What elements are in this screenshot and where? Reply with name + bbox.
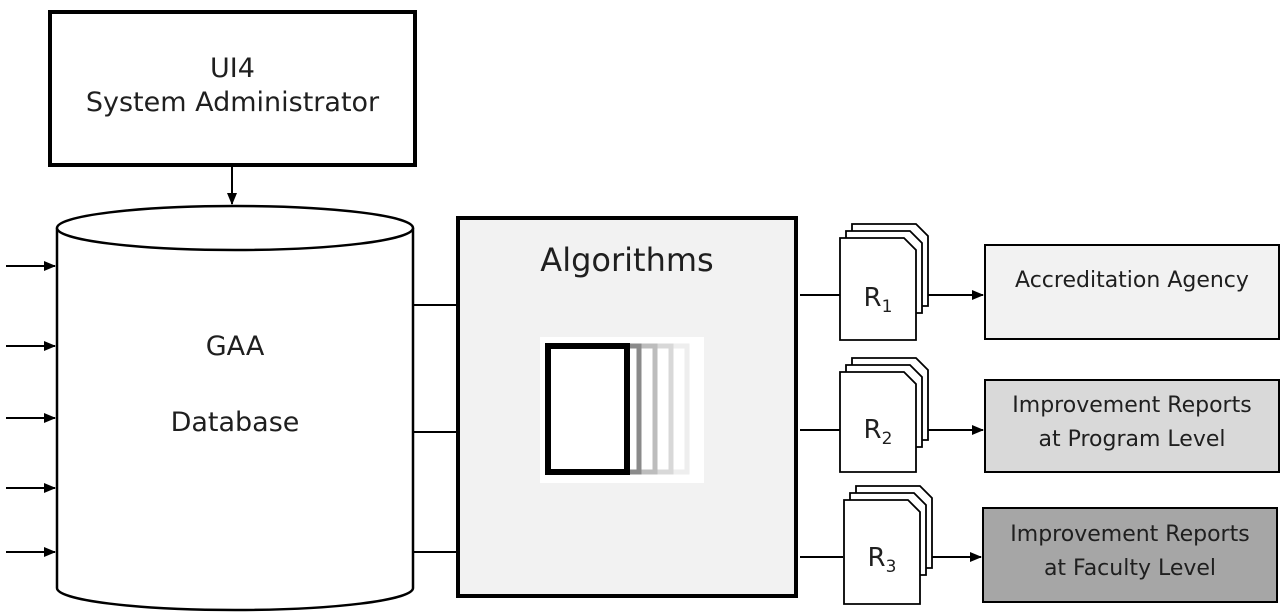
report-label-r3: R3 <box>844 542 920 578</box>
admin-box <box>48 10 417 167</box>
output-label-line2: at Faculty Level <box>1043 555 1217 581</box>
output-label-line1: Accreditation Agency <box>1015 268 1249 293</box>
report-letter: R <box>863 283 882 313</box>
db-to-algorithms-lines <box>413 304 458 553</box>
algorithms-title: Algorithms <box>540 241 714 279</box>
output-label-accreditation: Accreditation Agency <box>985 267 1279 295</box>
admin-label-line1: UI4 <box>210 53 255 84</box>
database-cylinder <box>55 204 415 612</box>
report-subscript: 1 <box>881 297 893 318</box>
output-label-line1: Improvement Reports <box>1010 522 1250 547</box>
output-box-faculty <box>982 507 1278 603</box>
admin-label: UI4 System Administrator <box>50 52 415 120</box>
algorithm-stack-icon <box>540 337 704 483</box>
algorithms-to-report-lines <box>800 294 843 558</box>
output-box-program <box>984 379 1280 473</box>
report-subscript: 3 <box>885 557 897 578</box>
report-letter: R <box>863 415 882 445</box>
report-stack-r2 <box>839 357 929 473</box>
report-label-r2: R2 <box>840 414 916 450</box>
report-label-r1: R1 <box>840 282 916 318</box>
output-label-faculty: Improvement Reports at Faculty Level <box>983 521 1277 582</box>
report-subscript: 2 <box>881 429 893 450</box>
database-label-line1: GAA <box>205 331 265 362</box>
report-stack-r1 <box>839 223 929 341</box>
output-box-accreditation <box>984 244 1280 340</box>
database-label-line2: Database <box>170 406 300 438</box>
report-letter: R <box>867 543 886 573</box>
report-stack-r3 <box>843 485 933 605</box>
db-input-arrows <box>6 261 56 557</box>
output-label-line1: Improvement Reports <box>1012 393 1252 418</box>
database-label: GAA Database <box>57 330 413 440</box>
report-to-output-arrows <box>928 290 984 562</box>
output-label-program: Improvement Reports at Program Level <box>985 392 1279 453</box>
output-label-line2: at Program Level <box>1038 426 1226 452</box>
admin-label-line2: System Administrator <box>85 86 380 118</box>
